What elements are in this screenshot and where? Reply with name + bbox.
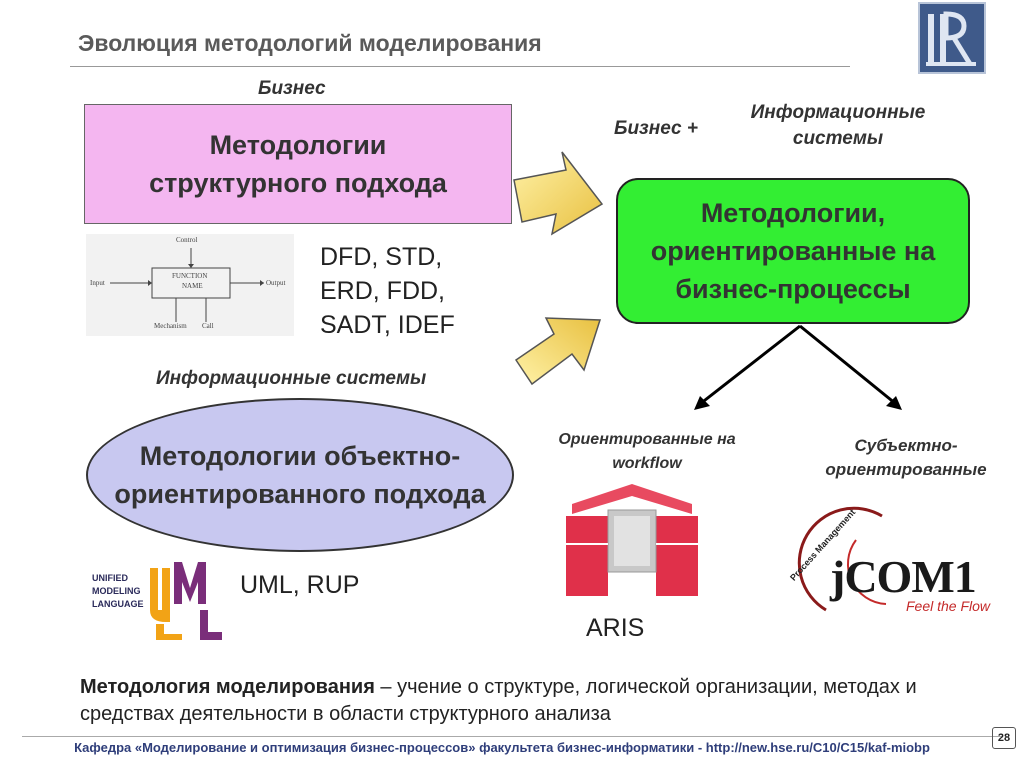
is-label: Информационные системы (156, 368, 427, 389)
hse-logo-icon (918, 2, 986, 74)
object-oriented-approach-ellipse: Методологии объектно-ориентированного по… (86, 398, 514, 552)
diagram-function-label: FUNCTION (172, 272, 208, 280)
business-process-title: Методологии, ориентированные на бизнес-п… (650, 198, 936, 304)
diagram-mechanism-label: Mechanism (154, 322, 187, 330)
structural-approach-title: Методологии структурного подхода (149, 130, 447, 198)
function-diagram: Control Input Output FUNCTION NAME Mecha… (86, 234, 294, 336)
jcom1-tagline: Feel the Flow (906, 598, 991, 614)
page-number: 28 (992, 727, 1016, 749)
uml-logo-line2: MODELING (92, 586, 141, 596)
definition-term: Методология моделирования (80, 676, 375, 698)
structural-methods-list: DFD, STD, ERD, FDD, SADT, IDEF (320, 243, 455, 339)
footer-text: Кафедра «Моделирование и оптимизация биз… (74, 740, 930, 755)
upper-block-arrow-icon (510, 150, 610, 242)
workflow-caption: Ориентированные на workflow (558, 431, 736, 472)
business-process-box: Методологии, ориентированные на бизнес-п… (616, 178, 970, 324)
diagram-call-label: Call (202, 322, 214, 330)
business-label: Бизнес (258, 78, 326, 99)
title-divider (70, 66, 850, 67)
structural-approach-box: Методологии структурного подхода (84, 104, 512, 224)
diagram-name-label: NAME (182, 282, 203, 290)
uml-logo-line3: LANGUAGE (92, 599, 144, 609)
page-title: Эволюция методологий моделирования (78, 30, 542, 56)
aris-label: ARIS (586, 614, 645, 642)
oo-methods-list: UML, RUP (240, 571, 360, 599)
definition-text: Методология моделирования – учение о стр… (80, 674, 960, 728)
lower-block-arrow-icon (510, 304, 610, 396)
branch-arrows-icon (694, 324, 902, 410)
subject-oriented-caption: Субъектно-ориентированные (825, 436, 987, 479)
business-plus-label: Бизнес + (614, 118, 698, 139)
aris-logo-icon (562, 480, 702, 600)
object-oriented-title: Методологии объектно-ориентированного по… (114, 441, 486, 509)
uml-logo-line1: UNIFIED (92, 573, 128, 583)
uml-logo-icon: UNIFIED MODELING LANGUAGE (92, 558, 226, 642)
jcom1-brand: jCOM1 (830, 551, 977, 602)
diagram-output-label: Output (266, 279, 286, 287)
definition-body: – учение о структуре, логической организ… (80, 676, 917, 725)
footer-divider (22, 736, 1002, 737)
jcom1-logo-icon: Process Management jCOM1 Feel the Flow (786, 500, 1006, 630)
is-label-top: Информационные системы (750, 102, 926, 149)
diagram-input-label: Input (90, 279, 105, 287)
diagram-control-label: Control (176, 236, 198, 244)
